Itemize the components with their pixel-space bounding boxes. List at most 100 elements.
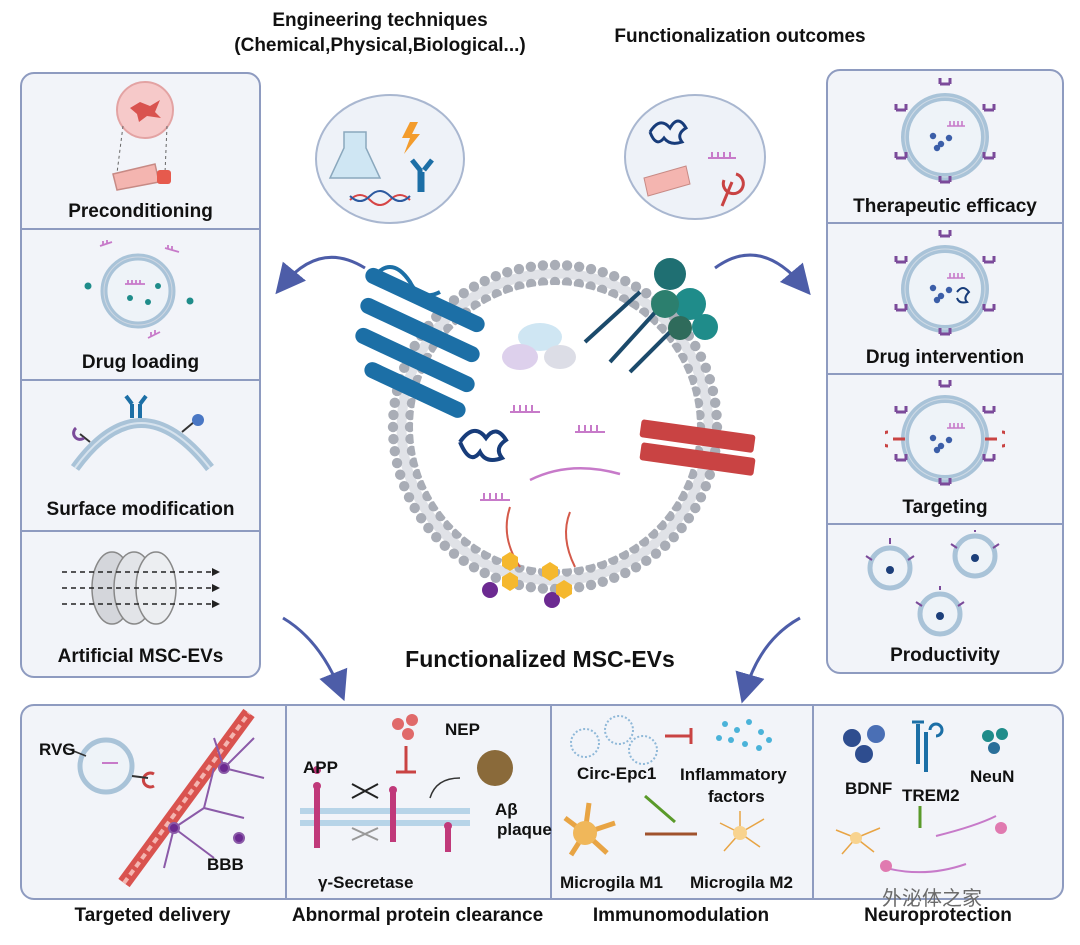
protein-coil-icon: [648, 119, 689, 145]
lipid-head: [561, 260, 573, 271]
lipid-head: [608, 572, 620, 584]
lipid-head: [398, 480, 410, 492]
antibody-icon: [410, 158, 434, 192]
factors-label: factors: [708, 787, 765, 806]
arrow-to-bottom-left: [282, 616, 348, 702]
lipid-head: [525, 564, 537, 576]
lipid-head: [700, 362, 712, 374]
lipid-head: [676, 522, 687, 534]
rna-icon: [947, 273, 965, 279]
lipid-head: [704, 469, 716, 480]
lipid-head: [525, 581, 537, 593]
scissors-icon: [351, 783, 379, 799]
lipid-head: [502, 266, 513, 278]
lipid-head: [608, 270, 620, 282]
receptor-icon: [720, 172, 745, 207]
lipid-head: [537, 583, 549, 594]
rna-icon: [947, 423, 965, 429]
receptor-icon: [894, 104, 908, 112]
arrow-to-right-panel: [714, 253, 811, 296]
lipid-head: [388, 409, 399, 421]
receptor-icon: [894, 152, 908, 160]
engineering-line2: (Chemical,Physical,Biological...): [234, 35, 526, 56]
receptor-icon: [894, 256, 908, 264]
abeta-label: Aβ: [495, 800, 518, 819]
lipid-head: [659, 540, 671, 551]
lipid-head: [513, 263, 525, 275]
lipid-head: [695, 351, 707, 362]
lipid-head: [537, 260, 549, 271]
receptor-icon: [982, 406, 996, 414]
rna-2: [575, 425, 605, 433]
surface-modification-icon: [70, 394, 214, 472]
lipid-head: [525, 261, 537, 273]
artificial-msc-evs-label: Artificial MSC-EVs: [57, 646, 224, 667]
circ-epc1-label: Circ-Epc1: [577, 764, 657, 783]
engineering-techniques-icon: [315, 94, 465, 224]
lipid-head: [694, 409, 705, 421]
lipid-head: [404, 421, 416, 433]
targeting-icon: [885, 380, 1005, 486]
app-proteins: [313, 766, 452, 852]
secretase-label: γ-Secretase: [318, 873, 414, 892]
lipid-head: [415, 513, 427, 524]
lipid-head: [406, 445, 418, 457]
lipid-head: [597, 266, 608, 278]
lightning-icon: [402, 122, 420, 154]
small-vesicle-3: [915, 586, 965, 637]
right-divider-3: [828, 523, 1062, 525]
central-title: Functionalized MSC-EVs: [405, 646, 675, 672]
receptor-icon: [938, 478, 952, 486]
lipid-head: [479, 567, 490, 579]
lipid-head: [398, 362, 410, 374]
surface-modification-label: Surface modification: [46, 499, 235, 520]
lipid-head: [405, 433, 416, 445]
preconditioning-label: Preconditioning: [68, 201, 213, 222]
targeting-ligand-left: [885, 430, 905, 448]
therapeutic-efficacy-label: Therapeutic efficacy: [853, 196, 1037, 217]
lipid-head: [690, 502, 701, 514]
lipid-head: [573, 564, 585, 576]
lipid-head: [409, 340, 420, 352]
lipid-head: [641, 287, 652, 299]
microglia-m2-label: Microgila M2: [690, 873, 793, 892]
central-msc-ev-vesicle: [355, 258, 756, 608]
receptor-icon: [982, 304, 996, 312]
inflammatory-label: Inflammatory: [680, 765, 787, 784]
engineering-line1: Engineering techniques: [272, 10, 488, 31]
receptor-icon: [894, 454, 908, 462]
bottom-divider-3: [812, 706, 814, 898]
lipid-head: [630, 281, 642, 292]
right-divider-1: [828, 222, 1062, 224]
app-label: APP: [303, 758, 338, 777]
lipid-head: [683, 513, 695, 524]
left-divider-1: [22, 228, 259, 230]
right-divider-2: [828, 373, 1062, 375]
rvg-label: RVG: [39, 740, 76, 759]
targeted-delivery-label: Targeted delivery: [74, 905, 231, 926]
lipid-head: [573, 278, 585, 290]
trem2-label: TREM2: [902, 786, 960, 805]
neuroprotection-illustration: [835, 720, 1008, 874]
lipid-head: [468, 562, 480, 573]
drug-loading-icon: [84, 240, 194, 339]
lipid-head: [709, 397, 721, 409]
lipid-head: [641, 555, 652, 567]
abnormal-protein-clearance-label: Abnormal protein clearance: [291, 905, 544, 926]
transmembrane-protein-blue: [355, 265, 485, 418]
lipid-head: [403, 492, 415, 503]
lipid-head: [387, 421, 399, 433]
engineering-techniques-title: Engineering techniques (Chemical,Physica…: [180, 8, 580, 58]
lipid-head: [690, 340, 701, 352]
bdnf-label: BDNF: [845, 779, 893, 798]
receptor-icon: [982, 256, 996, 264]
microglia-m1-label: Microgila M1: [560, 873, 663, 892]
flask-culture-icon: [643, 165, 691, 197]
receptor-icon: [938, 176, 952, 184]
preconditioning-icon: [112, 81, 174, 191]
therapeutic-efficacy-icon: [894, 78, 996, 184]
coil-protein: [458, 429, 509, 462]
protein-clearance-illustration: [300, 714, 513, 852]
targeted-delivery-illustration: [65, 708, 265, 888]
coil-protein: [956, 287, 971, 304]
